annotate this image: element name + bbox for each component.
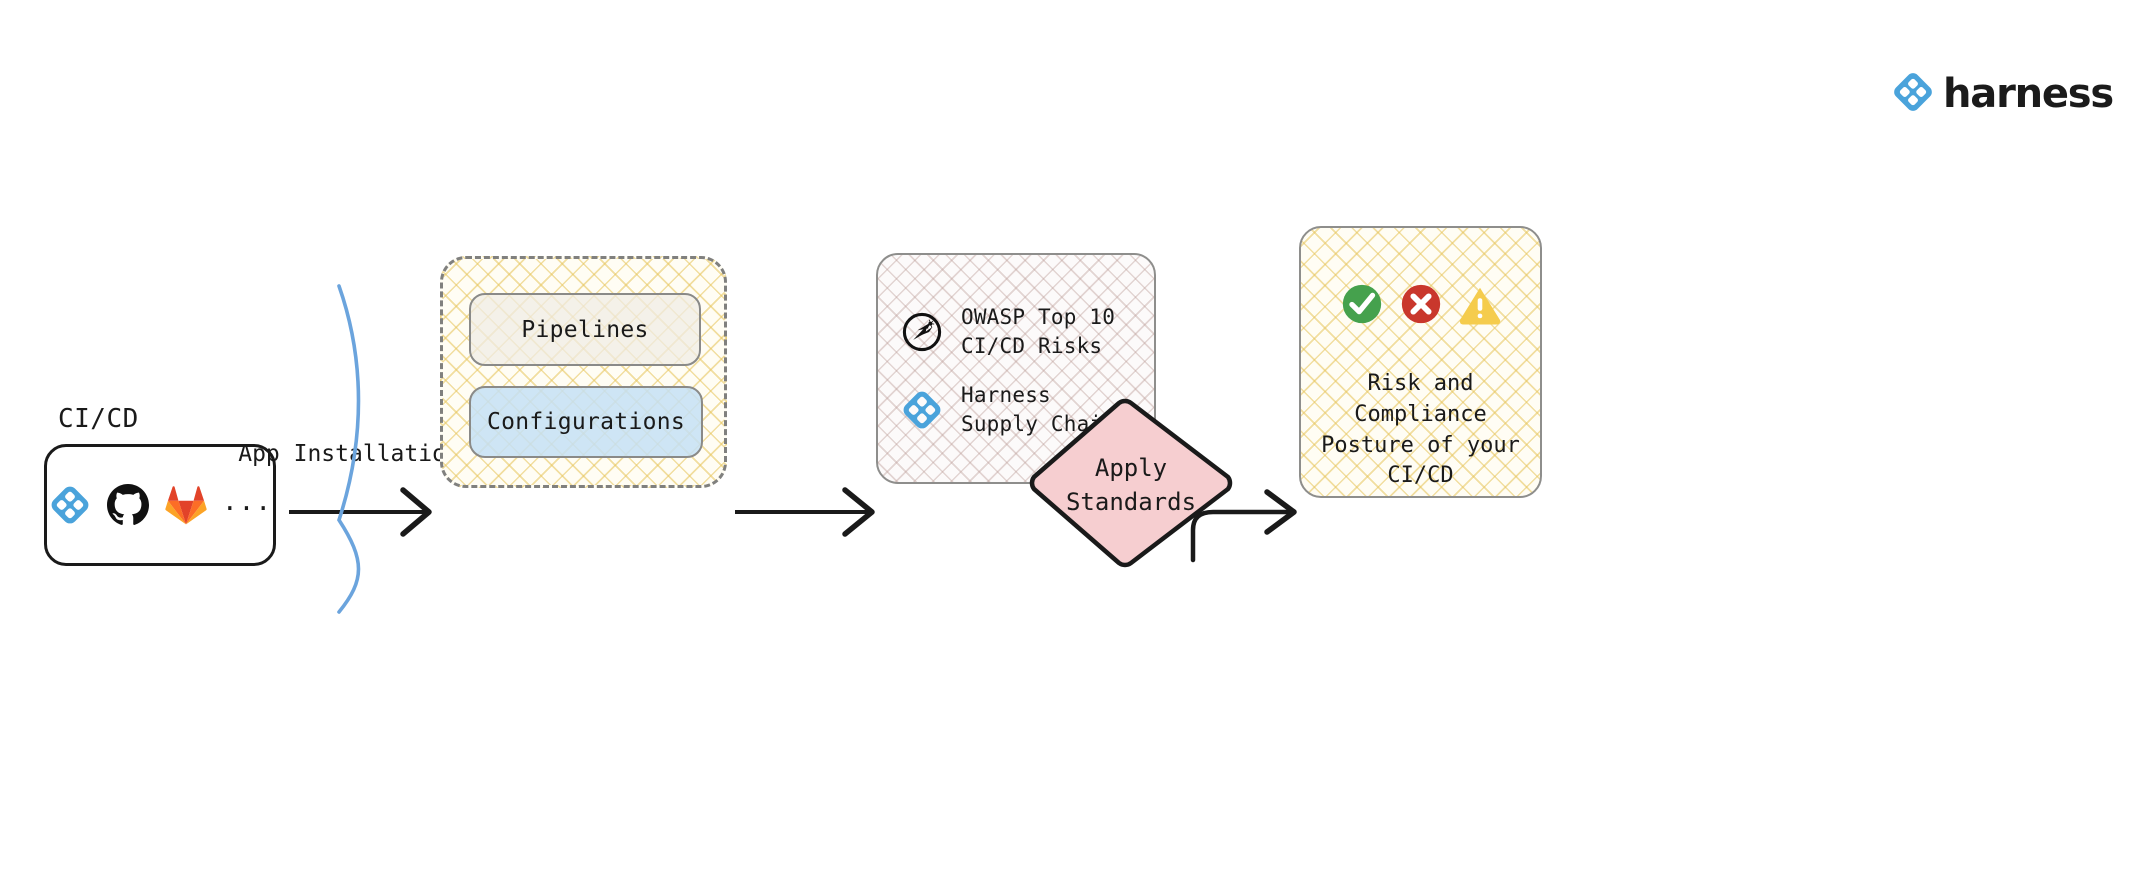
cicd-group-label: CI/CD <box>58 404 139 434</box>
failure-cross-icon <box>1398 281 1444 331</box>
harness-diamond-icon <box>48 483 92 527</box>
harness-brand-logo: harness <box>1893 71 2114 117</box>
configurations-label: Configurations <box>486 409 686 435</box>
owasp-logo-icon <box>900 310 944 354</box>
connector-artifacts-to-standards <box>735 487 875 537</box>
cicd-tools-box: ... <box>44 444 276 566</box>
harness-diamond-icon <box>1893 72 1933 116</box>
pipelines-box: Pipelines <box>469 293 701 366</box>
standards-item-list: OWASP Top 10 CI/CD Risks Harness Supply … <box>900 303 1150 459</box>
warning-triangle-icon <box>1457 281 1503 331</box>
harness-diamond-icon <box>900 388 944 432</box>
brand-wordmark: harness <box>1943 71 2114 117</box>
more-tools-indicator: ... <box>222 486 272 517</box>
apply-standards-node <box>1022 397 1240 569</box>
gitlab-fox-icon <box>164 483 208 527</box>
pipelines-label: Pipelines <box>521 316 649 343</box>
github-octocat-icon <box>106 483 150 527</box>
outcome-card <box>1299 226 1542 498</box>
configurations-box: Configurations <box>469 386 703 458</box>
app-installation-label: App Installation <box>238 441 460 467</box>
owasp-item-label: OWASP Top 10 CI/CD Risks <box>961 305 1116 358</box>
outcome-status-icons <box>1299 281 1542 331</box>
success-check-icon <box>1339 281 1385 331</box>
connector-cicd-to-artifacts <box>289 487 432 537</box>
standards-item-owasp: OWASP Top 10 CI/CD Risks <box>900 303 1150 360</box>
outcome-label: Risk and Compliance Posture of your CI/C… <box>1321 371 1520 489</box>
